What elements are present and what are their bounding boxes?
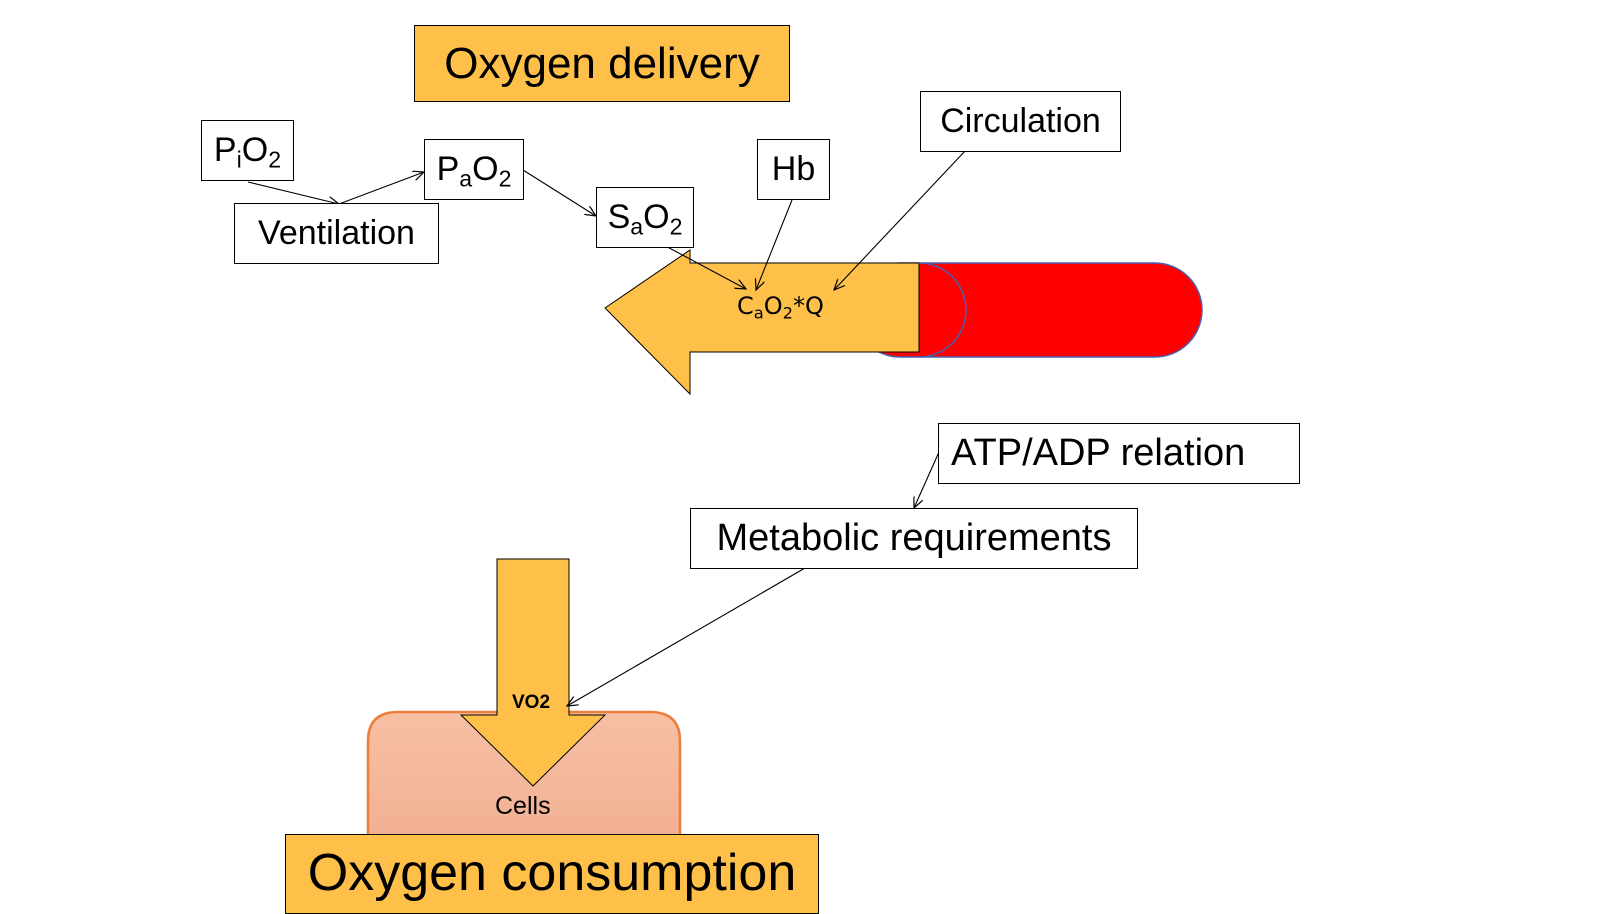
oxygen-delivery-title: Oxygen delivery	[414, 25, 790, 102]
hb-box: Hb	[757, 139, 830, 200]
connector-lines	[247, 149, 967, 706]
pao2-box: PaO2	[424, 139, 524, 200]
atp-adp-relation-box: ATP/ADP relation	[938, 423, 1300, 484]
connector-circulation-cao2q	[834, 149, 967, 290]
connector-atp-metabolic	[914, 451, 940, 508]
connector-sao2-cao2q	[659, 242, 746, 289]
connector-pao2-sao2	[522, 169, 596, 216]
connector-hb-cao2q	[756, 199, 793, 290]
circulation-box: Circulation	[920, 91, 1121, 152]
vessel-opening-arc	[918, 262, 967, 358]
vo2-label: VO2	[512, 692, 551, 713]
connector-pio2-ventilation	[247, 181, 339, 204]
oxygen-consumption-title: Oxygen consumption	[285, 834, 819, 914]
sao2-label: SaO2	[607, 198, 683, 240]
metabolic-requirements-box: Metabolic requirements	[690, 508, 1138, 569]
cells-label: Cells	[495, 792, 551, 820]
connector-metabolic-vo2	[567, 567, 806, 706]
oxygen-uptake-arrow-icon	[459, 558, 607, 787]
sao2-box: SaO2	[596, 187, 694, 248]
cao2q-label: CaO2*Q	[737, 292, 824, 323]
pio2-box: PiO2	[201, 120, 294, 181]
pio2-label: PiO2	[213, 131, 282, 173]
pao2-label: PaO2	[436, 150, 512, 192]
connector-ventilation-pao2	[338, 172, 424, 205]
ventilation-box: Ventilation	[234, 203, 439, 264]
